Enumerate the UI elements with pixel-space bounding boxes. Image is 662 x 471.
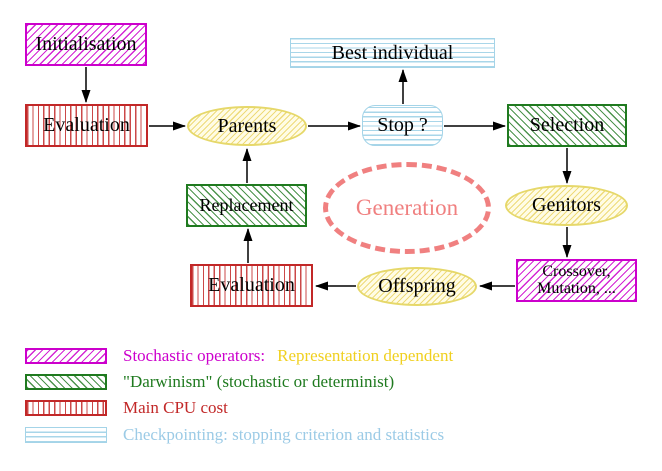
legend-label-representation-dependent: Representation dependent — [277, 346, 454, 365]
legend-swatch-darwinism — [25, 374, 107, 390]
legend-label-cpu: Main CPU cost — [123, 398, 228, 417]
generation-ellipse: Generation — [323, 162, 491, 254]
node-crossover-mutation: Crossover, Mutation, ... — [516, 259, 637, 302]
node-evaluation-top: Evaluation — [25, 104, 148, 147]
legend-label-darwinism: "Darwinism" (stochastic or determinist) — [123, 372, 395, 391]
legend-label-stochastic: Stochastic operators: — [123, 346, 266, 365]
legend-swatch-checkpointing — [25, 427, 107, 443]
node-evaluation-bottom: Evaluation — [190, 264, 313, 307]
legend-row-cpu: Main CPU cost — [25, 398, 228, 418]
legend-swatch-cpu — [25, 400, 107, 416]
node-initialisation: Initialisation — [25, 23, 147, 66]
legend-row-checkpointing: Checkpointing: stopping criterion and st… — [25, 425, 444, 445]
crossover-line2: Mutation, ... — [537, 279, 616, 297]
legend-row-darwinism: "Darwinism" (stochastic or determinist) — [25, 372, 394, 392]
node-replacement: Replacement — [186, 184, 307, 227]
legend-row-stochastic: Stochastic operators: Representation dep… — [25, 346, 453, 366]
node-selection: Selection — [507, 104, 627, 147]
node-best-individual: Best individual — [290, 38, 495, 68]
node-genitors: Genitors — [505, 185, 628, 226]
node-offspring: Offspring — [357, 267, 477, 306]
node-parents: Parents — [187, 106, 307, 146]
crossover-line1: Crossover, — [542, 262, 611, 280]
node-stop: Stop ? — [362, 105, 443, 146]
legend-label-checkpointing: Checkpointing: stopping criterion and st… — [123, 425, 445, 444]
legend-swatch-stochastic — [25, 348, 107, 364]
